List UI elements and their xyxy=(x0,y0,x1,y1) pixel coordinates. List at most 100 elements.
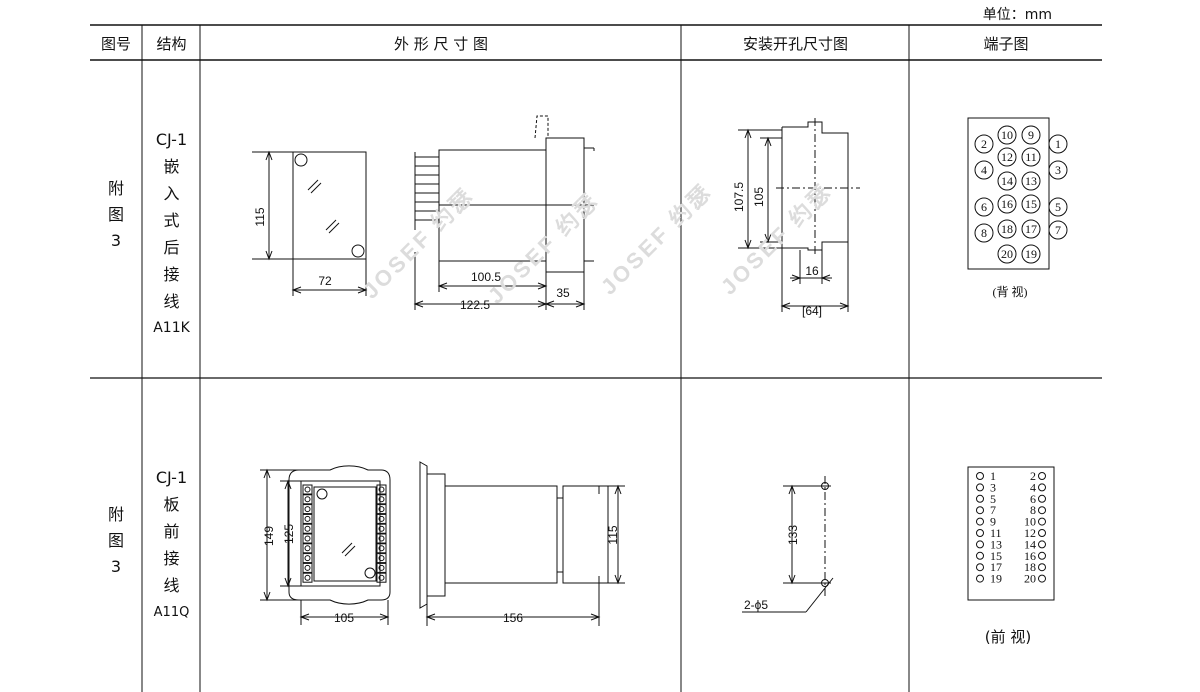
terminal-number: 19 xyxy=(1025,247,1037,261)
pin-square xyxy=(376,553,387,564)
terminal-dot xyxy=(1038,506,1046,515)
pin-square xyxy=(376,523,387,534)
terminal-circle xyxy=(997,147,1017,167)
dim-hole: 2-ϕ5 xyxy=(744,598,768,612)
row1-structure: CJ-1 嵌 入 式 后 接 线 A11K xyxy=(153,130,190,336)
terminal-number: 9 xyxy=(1028,128,1034,142)
dim-156: 156 xyxy=(503,611,523,625)
terminal-circle xyxy=(974,134,994,154)
terminal-circle xyxy=(1048,134,1068,154)
pin-square xyxy=(376,533,387,544)
terminal-number: 2 xyxy=(1030,469,1036,483)
terminal-dot xyxy=(976,506,984,515)
terminal-number: 16 xyxy=(1024,549,1036,563)
dim-115: 115 xyxy=(253,207,267,226)
row1-fig-label: 附 图 3 xyxy=(107,179,124,250)
terminal-number: 5 xyxy=(1055,200,1061,214)
dim-133: 133 xyxy=(786,525,800,545)
pin-dot xyxy=(304,525,311,532)
watermark-text: JOSEF 约瑟 xyxy=(358,182,479,303)
row2-pin-column-left xyxy=(302,484,313,583)
pin-dot xyxy=(378,574,385,581)
dim-100-5: 100.5 xyxy=(471,270,501,284)
pin-dot xyxy=(304,496,311,503)
terminal-number: 12 xyxy=(1001,150,1013,164)
pin-dot xyxy=(304,574,311,581)
terminal-circle xyxy=(997,171,1017,191)
terminal-circle xyxy=(1021,244,1041,264)
terminal-number: 14 xyxy=(1024,537,1036,551)
terminal-dot xyxy=(976,483,984,492)
terminal-dot xyxy=(976,540,984,549)
row1-front-view xyxy=(252,150,368,296)
terminal-number: 19 xyxy=(990,572,1002,586)
row2-fig-label: 附 图 3 xyxy=(107,505,124,576)
terminal-number: 18 xyxy=(1024,560,1036,574)
terminal-circle xyxy=(1021,171,1041,191)
terminal-number: 6 xyxy=(1030,492,1036,506)
pin-square xyxy=(302,513,313,524)
terminal-dot xyxy=(976,494,984,503)
header-structure: 结构 xyxy=(156,35,187,53)
terminal-dot xyxy=(1038,483,1046,492)
pin-dot xyxy=(304,506,311,513)
pin-dot xyxy=(378,486,385,493)
dim-35: 35 xyxy=(556,286,570,300)
row2-side-view xyxy=(419,461,625,626)
pin-square xyxy=(376,504,387,515)
pin-square xyxy=(376,484,387,495)
terminal-number: 3 xyxy=(990,480,996,494)
terminal-dot xyxy=(976,517,984,526)
terminal-number: 5 xyxy=(990,492,996,506)
terminal-number: 8 xyxy=(981,226,987,240)
pin-square xyxy=(302,484,313,495)
terminal-number: 14 xyxy=(1001,174,1013,188)
terminal-number: 4 xyxy=(1030,480,1036,494)
terminal-circle xyxy=(1048,220,1068,240)
terminal-circle xyxy=(997,194,1017,214)
terminal-circle xyxy=(974,197,994,217)
terminal-number: 6 xyxy=(981,200,987,214)
dim-107-5: 107.5 xyxy=(732,182,746,212)
terminal-number: 11 xyxy=(1025,150,1037,164)
terminal-view-back: (背 视) xyxy=(993,284,1028,299)
watermark-text: JOSEF 约瑟 xyxy=(596,178,717,299)
terminal-circle xyxy=(974,223,994,243)
terminal-number: 3 xyxy=(1055,163,1061,177)
terminal-number: 7 xyxy=(990,503,996,517)
pin-square xyxy=(302,533,313,544)
header-outline: 外 形 尺 寸 图 xyxy=(393,35,489,53)
terminal-dot xyxy=(1038,517,1046,526)
terminal-number: 1 xyxy=(990,469,996,483)
terminal-circle xyxy=(1021,147,1041,167)
terminal-dot xyxy=(976,551,984,560)
pin-square xyxy=(302,553,313,564)
pin-square xyxy=(302,523,313,534)
terminal-number: 13 xyxy=(1025,174,1037,188)
dim-115b: 115 xyxy=(606,525,620,544)
terminal-number: 15 xyxy=(990,549,1002,563)
terminal-number: 4 xyxy=(981,163,987,177)
terminal-number: 7 xyxy=(1055,223,1061,237)
terminal-dot xyxy=(1038,574,1046,583)
dim-122-5: 122.5 xyxy=(460,298,490,312)
row1-cutout-drawing xyxy=(738,118,860,312)
terminal-number: 11 xyxy=(990,526,1002,540)
terminal-circle xyxy=(1048,160,1068,180)
terminal-dot xyxy=(976,472,984,480)
terminal-number: 17 xyxy=(1025,222,1037,236)
pin-dot xyxy=(378,506,385,513)
pin-dot xyxy=(378,535,385,542)
terminal-number: 1 xyxy=(1055,137,1061,151)
pin-dot xyxy=(378,555,385,562)
terminal-circle xyxy=(1021,125,1041,145)
pin-dot xyxy=(304,555,311,562)
terminal-number: 17 xyxy=(990,560,1002,574)
pin-dot xyxy=(378,496,385,503)
pin-dot xyxy=(378,545,385,552)
pin-square xyxy=(376,562,387,573)
pin-dot xyxy=(378,515,385,522)
terminal-circle xyxy=(997,219,1017,239)
pin-square xyxy=(376,513,387,524)
